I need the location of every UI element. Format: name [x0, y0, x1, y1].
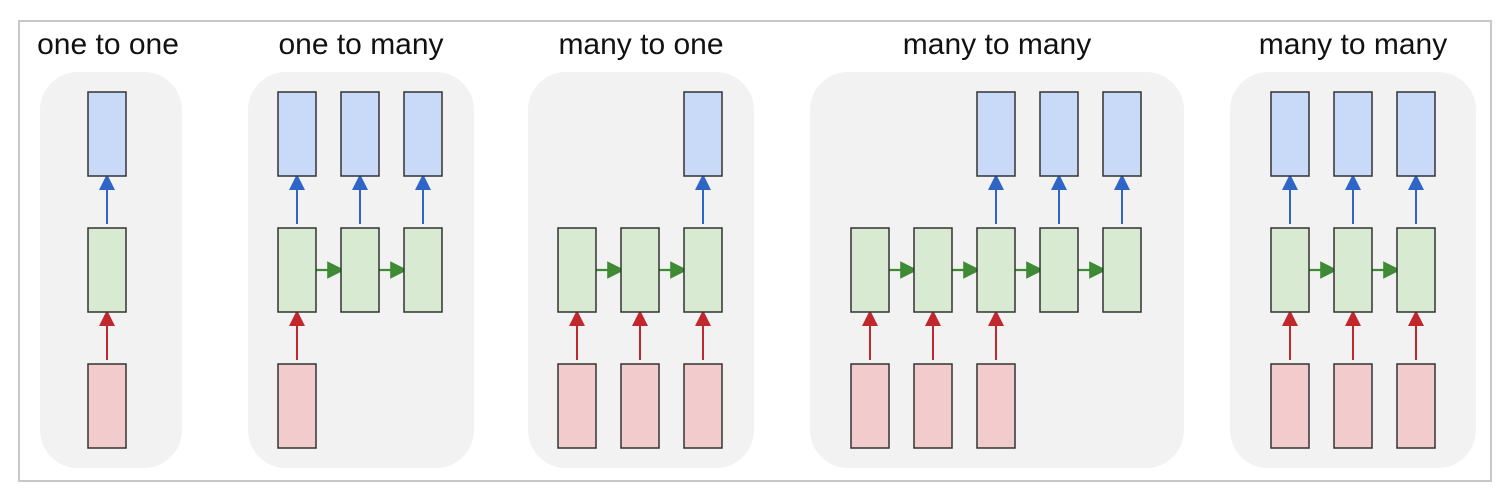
input-box: [277, 363, 317, 449]
hidden-state-box: [1270, 227, 1310, 313]
hidden-state-box: [850, 227, 890, 313]
hidden-state-box: [87, 227, 127, 313]
output-box: [683, 91, 723, 177]
input-box: [557, 363, 597, 449]
output-box: [1039, 91, 1079, 177]
hidden-state-box: [1102, 227, 1142, 313]
output-box: [1270, 91, 1310, 177]
input-box: [1270, 363, 1310, 449]
input-box: [87, 363, 127, 449]
hidden-state-box: [620, 227, 660, 313]
output-box: [1333, 91, 1373, 177]
panel-title-many-to-many-synced: many to many: [1258, 28, 1448, 61]
output-box: [87, 91, 127, 177]
hidden-state-box: [340, 227, 380, 313]
hidden-state-box: [403, 227, 443, 313]
input-box: [683, 363, 723, 449]
hidden-state-box: [1333, 227, 1373, 313]
panel-title-many-to-one: many to one: [558, 28, 724, 61]
output-box: [403, 91, 443, 177]
input-box: [620, 363, 660, 449]
hidden-state-box: [557, 227, 597, 313]
panel-3: [810, 72, 1184, 468]
input-box: [913, 363, 953, 449]
hidden-state-box: [1039, 227, 1079, 313]
hidden-state-box: [1396, 227, 1436, 313]
output-box: [1102, 91, 1142, 177]
panel-title-many-to-many-delayed: many to many: [902, 28, 1092, 61]
input-box: [850, 363, 890, 449]
hidden-state-box: [683, 227, 723, 313]
output-box: [340, 91, 380, 177]
panel-4: [1230, 72, 1476, 468]
input-box: [1396, 363, 1436, 449]
hidden-state-box: [976, 227, 1016, 313]
panel-2: [528, 72, 754, 468]
output-box: [976, 91, 1016, 177]
input-box: [1333, 363, 1373, 449]
panel-0: [40, 72, 182, 468]
panel-1: [248, 72, 474, 468]
input-box: [976, 363, 1016, 449]
hidden-state-box: [277, 227, 317, 313]
output-box: [277, 91, 317, 177]
panel-title-one-to-one: one to one: [37, 28, 179, 61]
panel-title-one-to-many: one to many: [278, 28, 444, 61]
hidden-state-box: [913, 227, 953, 313]
output-box: [1396, 91, 1436, 177]
